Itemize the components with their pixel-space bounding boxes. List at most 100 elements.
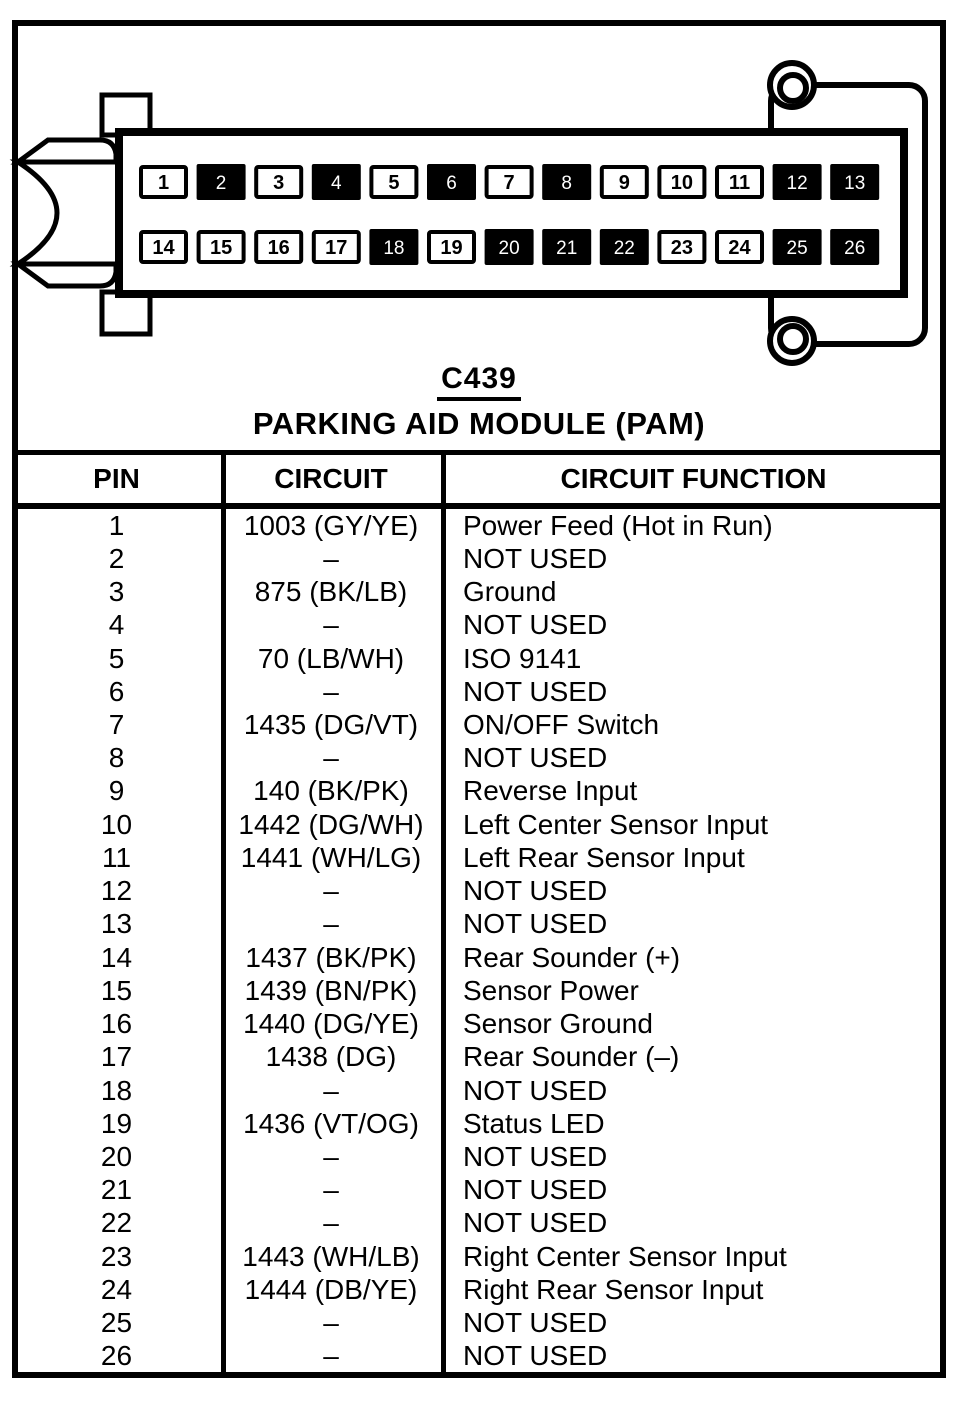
function-cell: ISO 9141	[463, 642, 582, 674]
function-cell: ON/OFF Switch	[463, 708, 660, 740]
circuit-cell: 140 (BK/PK)	[253, 775, 409, 807]
pin-box	[311, 230, 361, 264]
pin-18: 18	[369, 229, 419, 265]
mount-hole-top-icon	[777, 72, 809, 104]
pin-12: 12	[772, 164, 822, 200]
connector-id-wrap: C439	[12, 364, 946, 401]
table-row: 7 1435 (DG/VT) ON/OFF Switch	[12, 708, 946, 741]
circuit-cell: –	[323, 875, 339, 907]
pin-cell: 8	[108, 742, 125, 774]
pin-number: 22	[614, 238, 635, 259]
table-row: 2–NOT USED	[12, 542, 946, 575]
table-row: 4–NOT USED	[12, 609, 946, 642]
pin-box	[772, 164, 822, 200]
pin-cell: 7	[108, 708, 125, 740]
page-border	[12, 20, 946, 1378]
pin-box	[715, 165, 764, 199]
pin-1: 1	[139, 165, 188, 199]
function-cell: Reverse Input	[463, 775, 638, 807]
pin-11: 11	[715, 165, 764, 199]
pin-cell: 25	[100, 1307, 133, 1339]
function-cell: Power Feed (Hot in Run)	[463, 509, 773, 541]
pin-box	[254, 165, 304, 199]
pin-number: 2	[216, 173, 227, 194]
connector-body	[115, 128, 908, 298]
pin-cell: 16	[100, 1008, 133, 1040]
circuit-cell: –	[323, 1340, 339, 1372]
pin-box	[484, 165, 534, 199]
pin-number: 10	[671, 172, 693, 194]
pin-box	[196, 164, 246, 200]
pin-box	[599, 229, 649, 265]
pin-cell: 19	[100, 1107, 133, 1139]
function-cell: NOT USED	[463, 542, 608, 574]
pin-21: 21	[542, 229, 592, 265]
pin-number: 11	[729, 172, 750, 194]
pin-cell: 2	[108, 542, 125, 574]
connector-id: C439	[437, 364, 521, 401]
function-cell: NOT USED	[463, 1307, 608, 1339]
pin-box	[369, 165, 419, 199]
table-row: 26–NOT USED	[12, 1340, 946, 1373]
pin-box	[657, 165, 707, 199]
function-cell: Sensor Ground	[463, 1008, 653, 1040]
pin-cell: 26	[100, 1340, 133, 1372]
function-cell: Right Center Sensor Input	[463, 1240, 787, 1272]
circuit-cell: 70 (LB/WH)	[257, 642, 405, 674]
pin-cell: 23	[100, 1240, 133, 1272]
pin-cell: 13	[100, 908, 133, 940]
table-row: 21–NOT USED	[12, 1174, 946, 1207]
pin-22: 22	[599, 229, 649, 265]
pin-number: 16	[268, 237, 290, 259]
circuit-cell: 1437 (BK/PK)	[245, 941, 417, 973]
circuit-cell: 1443 (WH/LB)	[242, 1240, 420, 1272]
pin-24: 24	[715, 230, 764, 264]
pin-8: 8	[542, 164, 592, 200]
circuit-cell: 1439 (BN/PK)	[244, 974, 418, 1006]
table-row: 13–NOT USED	[12, 908, 946, 941]
table-header: PIN CIRCUIT CIRCUIT FUNCTION	[12, 450, 946, 509]
pin-cell: 22	[100, 1207, 133, 1239]
pin-13: 13	[830, 164, 880, 200]
table-row: 25 – NOT USED	[12, 1307, 946, 1340]
pin-number: 17	[325, 237, 347, 259]
function-cell: Rear Sounder (–)	[463, 1041, 680, 1073]
function-cell: Left Rear Sensor Input	[463, 841, 745, 873]
pin-cell: 24	[100, 1273, 133, 1305]
table-row: 22–NOT USED	[12, 1207, 946, 1240]
circuit-cell: 1003 (GY/YE)	[243, 509, 419, 541]
pin-cell: 21	[100, 1174, 133, 1206]
connector-title: PARKING AID MODULE (PAM)	[252, 406, 706, 441]
pin-19: 19	[427, 230, 476, 264]
pin-2: 2	[196, 164, 246, 200]
pin-box	[427, 230, 476, 264]
pin-cell: 20	[100, 1140, 133, 1172]
function-cell: NOT USED	[463, 609, 608, 641]
pin-number: 15	[210, 237, 232, 259]
index-tab-bottom	[99, 289, 153, 337]
pin-number: 13	[844, 173, 865, 194]
pin-23: 23	[657, 230, 707, 264]
wire-boot	[9, 159, 121, 267]
function-cell: NOT USED	[463, 1140, 608, 1172]
pin-number: 18	[383, 238, 404, 259]
pin-4: 4	[311, 164, 361, 200]
pin-box	[369, 229, 419, 265]
table-row: 23 1443 (WH/LB) Right Center Sensor Input	[12, 1240, 946, 1273]
pin-cell: 17	[100, 1041, 133, 1073]
pin-number: 9	[619, 172, 630, 194]
pin-number: 12	[787, 173, 808, 194]
pin-box	[599, 165, 649, 199]
circuit-cell: 1435 (DG/VT)	[243, 708, 419, 740]
circuit-cell: –	[323, 1307, 339, 1339]
pin-number: 20	[499, 238, 520, 259]
pin-cell: 11	[101, 841, 132, 873]
